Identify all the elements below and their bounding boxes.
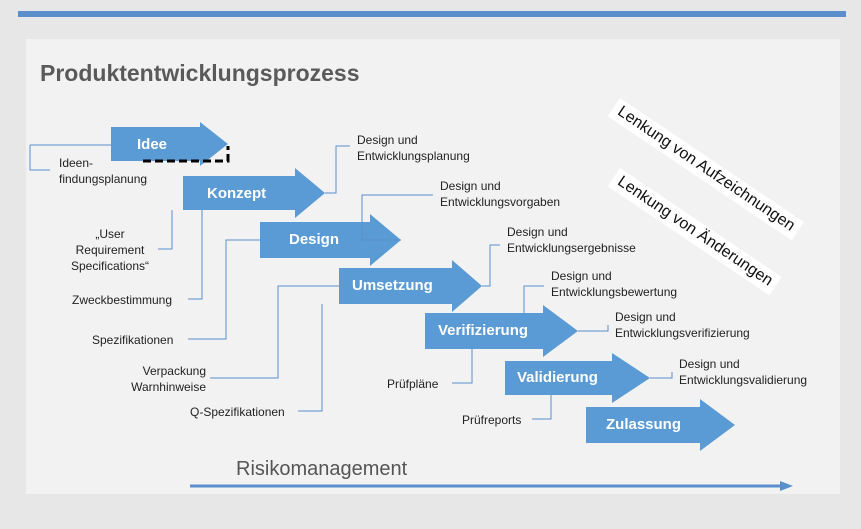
connector-pruefplaene <box>452 349 473 384</box>
output-entwicklungsergebnisse: Design und Entwicklungsergebnisse <box>507 224 636 256</box>
phase-arrow-design <box>260 214 401 266</box>
input-q-spezifikationen: Q-Spezifikationen <box>190 405 285 419</box>
connector-user-req <box>158 210 173 250</box>
phase-arrow-umsetzung <box>339 260 482 312</box>
output-planung-line2: Entwicklungsplanung <box>357 149 470 163</box>
input-spezifikationen: Spezifikationen <box>92 333 174 347</box>
output-bewertung-line2: Entwicklungsbewertung <box>551 285 678 299</box>
connector-zweck <box>188 210 203 300</box>
phase-arrow-zulassung <box>586 399 735 451</box>
input-ideenfindung-line1: Ideen- <box>59 156 94 170</box>
idee-dashed-outline <box>143 146 230 163</box>
phase-arrow-verifizierung <box>425 305 578 357</box>
phase-label-zulassung: Zulassung <box>606 416 682 433</box>
output-ergebnisse-line1: Design und <box>507 225 568 239</box>
phase-label-konzept: Konzept <box>207 185 267 202</box>
connector-ergebnisse <box>482 244 500 287</box>
connector-bewertung <box>523 285 544 313</box>
input-user-req-line2: Requirement <box>75 243 145 257</box>
input-verpackung: Verpackung Warnhinweise <box>110 363 206 395</box>
connector-spez <box>188 239 260 340</box>
output-entwicklungsbewertung: Design und Entwicklungsbewertung <box>551 268 677 300</box>
input-zweckbestimmung: Zweckbestimmung <box>72 293 173 307</box>
top-accent-bar <box>18 11 846 17</box>
input-user-requirements: „User Requirement Specifications“ <box>62 226 158 274</box>
input-pruefplaene: Prüfpläne <box>387 377 439 391</box>
output-entwicklungsverifizierung: Design und Entwicklungsverifizierung <box>615 309 750 341</box>
input-verpackung-line2: Warnhinweise <box>131 380 206 394</box>
phase-label-design: Design <box>289 231 340 248</box>
output-entwicklungsplanung: Design und Entwicklungsplanung <box>357 132 470 164</box>
connector-pruefreports <box>532 395 552 420</box>
output-verifizierung-line2: Entwicklungsverifizierung <box>615 326 750 340</box>
phase-arrow-idee <box>111 122 228 166</box>
output-verifizierung-line1: Design und <box>615 310 676 324</box>
output-ergebnisse-line2: Entwicklungsergebnisse <box>507 241 636 255</box>
risk-arrow-head <box>780 481 793 491</box>
input-verpackung-line1: Verpackung <box>142 364 206 378</box>
input-pruefreports: Prüfreports <box>462 413 522 427</box>
connector-vorgaben <box>361 194 433 241</box>
connector-lines <box>29 144 673 420</box>
page-title: Produktentwicklungsprozess <box>40 60 360 86</box>
output-bewertung-line1: Design und <box>551 269 612 283</box>
output-entwicklungsvalidierung: Design und Entwicklungsvalidierung <box>679 356 807 388</box>
phase-label-idee: Idee <box>137 136 168 153</box>
phase-arrow-validierung <box>505 353 650 403</box>
phase-label-umsetzung: Umsetzung <box>352 277 433 294</box>
output-planung-line1: Design und <box>357 133 418 147</box>
connector-ideenfindung <box>29 145 50 171</box>
risk-management-label: Risikomanagement <box>236 458 408 480</box>
input-ideenfindung: Ideen- findungsplanung <box>59 155 147 187</box>
output-vorgaben-line1: Design und <box>440 179 501 193</box>
input-user-req-line3: Specifications“ <box>70 259 150 273</box>
input-ideenfindung-line2: findungsplanung <box>59 172 148 186</box>
phase-label-verifizierung: Verifizierung <box>438 322 529 339</box>
output-validierung-line1: Design und <box>679 357 740 371</box>
connector-qspez <box>298 304 323 412</box>
connector-verpackung <box>210 285 339 379</box>
output-validierung-line2: Entwicklungsvalidierung <box>679 373 808 387</box>
phase-arrow-konzept <box>183 168 325 218</box>
connector-planung <box>325 145 350 194</box>
phase-label-validierung: Validierung <box>517 369 598 386</box>
connector-validierung-out <box>650 372 673 379</box>
output-entwicklungsvorgaben: Design und Entwicklungsvorgaben <box>440 178 560 210</box>
output-vorgaben-line2: Entwicklungsvorgaben <box>440 195 561 209</box>
connector-verifizierung-out <box>578 325 609 332</box>
input-user-req-line1: „User <box>95 227 125 241</box>
